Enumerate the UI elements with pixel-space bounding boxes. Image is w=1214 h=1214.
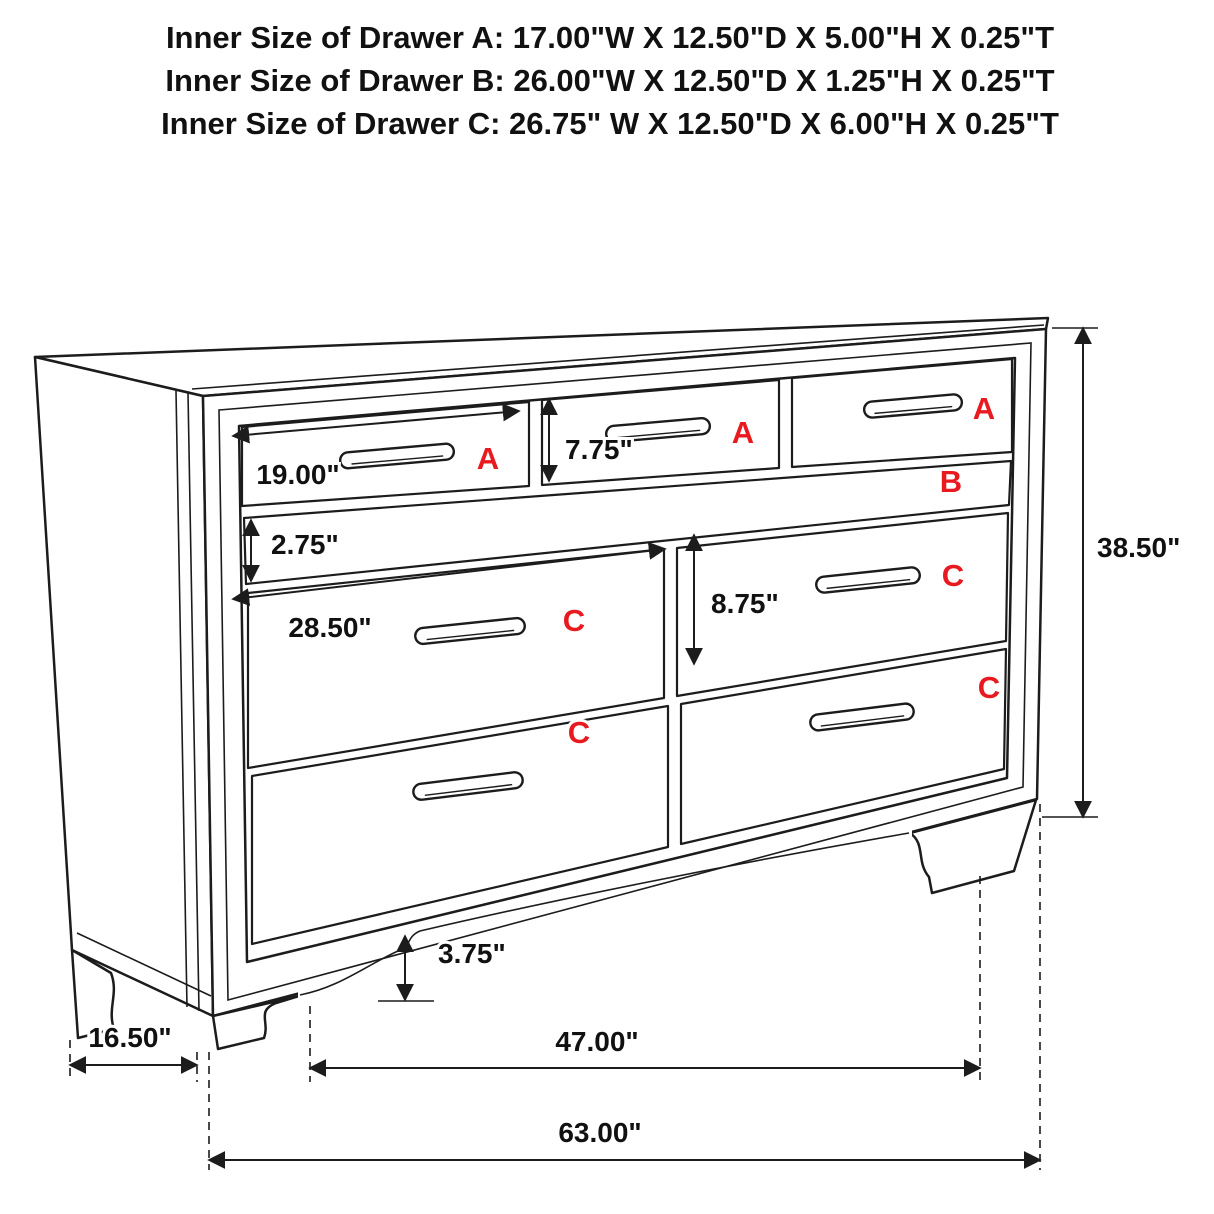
drawer-handle-c-top-left [414,616,526,646]
dresser-left-side-panel [33,355,215,1018]
dim-text-inner-width: 47.00" [555,1026,638,1057]
drawer-handle-c-bottom-right [809,702,915,732]
front-right-foot [908,798,1038,895]
label-drawer-c-top-right: C [942,558,964,593]
header-line-drawer-a: Inner Size of Drawer A: 17.00"W X 12.50"… [166,20,1054,55]
dim-arrow-drawer-a-width [231,403,521,444]
dim-text-drawer-a-width: 19.00" [256,459,339,490]
label-drawer-c-bottom-right: C [978,670,1000,705]
dim-text-overall-width: 63.00" [558,1117,641,1148]
drawer-handle-c-bottom-left [412,771,524,801]
dim-text-drawer-c-height: 8.75" [711,588,779,619]
header-line-drawer-b: Inner Size of Drawer B: 26.00"W X 12.50"… [165,63,1054,98]
side-stile-line-2 [175,390,188,1008]
base-arch-cutout [298,821,912,1002]
dim-text-drawer-c-width: 28.50" [288,612,371,643]
drawer-handle-a-right [862,393,964,419]
label-drawer-a-middle: A [732,415,754,450]
drawer-c-bottom-left [250,704,670,946]
drawer-handle-c-top-right [815,566,921,594]
front-bevel-line [218,342,1032,1002]
label-drawer-a-left: A [477,441,499,476]
header-line-drawer-c: Inner Size of Drawer C: 26.75" W X 12.50… [161,106,1059,141]
label-drawer-b: B [940,464,962,499]
label-drawer-c-bottom-left: C [568,715,590,750]
side-stile-line-1 [187,392,200,1012]
label-drawer-a-right: A [973,391,995,426]
dim-arrow-drawer-c-width [231,541,667,607]
drawer-handle-a-left [338,442,456,470]
dim-text-base-height: 3.75" [438,938,506,969]
dim-text-drawer-a-height: 7.75" [565,434,633,465]
dim-text-depth: 16.50" [88,1022,171,1053]
side-base-molding-line [76,932,212,997]
drawer-c-top-right [675,511,1010,698]
label-drawer-c-top-left: C [563,603,585,638]
top-edge-detail-line [191,324,1045,390]
base-arch-curve [299,832,910,996]
dim-text-overall-height: 38.50" [1097,532,1180,563]
front-left-foot [211,994,301,1051]
drawer-handle-a-middle [604,416,712,444]
drawer-c-bottom-right [679,647,1008,846]
dim-text-drawer-b-height: 2.75" [271,529,339,560]
back-left-foot [70,948,116,1040]
